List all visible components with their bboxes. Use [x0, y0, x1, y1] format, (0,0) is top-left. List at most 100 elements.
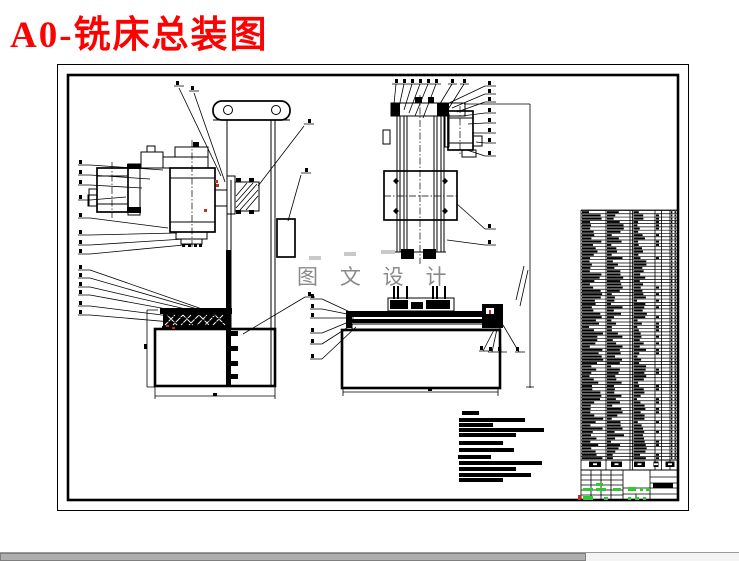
- text-bar: [633, 244, 639, 246]
- text-bar: [633, 230, 639, 233]
- text-bar: [671, 303, 673, 305]
- text-bar: [607, 217, 614, 220]
- text-bar: [607, 299, 615, 302]
- text-bar: [671, 234, 673, 237]
- text-bar: [633, 453, 641, 456]
- text-bar: [582, 424, 591, 427]
- text-bar: [674, 381, 676, 384]
- text-bar: [671, 221, 673, 223]
- text-bar: [671, 309, 673, 312]
- text-bar: [674, 450, 676, 453]
- text-bar: [582, 244, 593, 246]
- text-bar: [578, 495, 581, 500]
- text-bar: [671, 453, 673, 456]
- text-bar: [607, 296, 615, 299]
- horizontal-scrollbar-track[interactable]: [0, 552, 739, 561]
- text-bar: [582, 371, 592, 374]
- text-bar: [582, 286, 594, 289]
- text-bar: [459, 478, 503, 482]
- text-bar: [582, 316, 602, 319]
- text-bar: [674, 211, 676, 214]
- text-bar: [582, 450, 596, 453]
- text-bar: [593, 463, 597, 466]
- text-bar: [674, 388, 676, 391]
- text-bar: [656, 316, 659, 319]
- text-bar: [582, 398, 600, 401]
- text-bar: [633, 362, 640, 364]
- text-bar: [459, 441, 503, 445]
- text-bar: [633, 457, 646, 460]
- text-bar: [607, 457, 613, 460]
- text-bar: [671, 322, 673, 325]
- text-bar: [607, 286, 623, 289]
- text-bar: [607, 335, 623, 338]
- text-bar: [582, 257, 591, 260]
- text-bar: [607, 227, 624, 230]
- text-bar: [607, 263, 618, 266]
- text-bar: [628, 487, 636, 491]
- text-bar: [674, 375, 676, 378]
- text-bar: [671, 214, 673, 217]
- text-bar: [607, 437, 616, 440]
- text-bar: [607, 378, 617, 381]
- text-bar: [671, 447, 673, 450]
- text-bar: [674, 345, 676, 348]
- watermark-text: 图 文 设 计: [297, 266, 455, 289]
- text-bar: [671, 329, 673, 332]
- text-bar: [674, 352, 676, 355]
- text-bar: [671, 365, 673, 368]
- text-bar: [671, 240, 673, 243]
- text-bar: [607, 211, 619, 214]
- text-bar: [674, 260, 676, 263]
- text-bar: [633, 335, 642, 338]
- text-bar: [607, 247, 617, 250]
- text-bar: [607, 401, 620, 404]
- text-bar: [671, 230, 673, 233]
- text-bar: [633, 260, 647, 263]
- text-bar: [607, 362, 620, 364]
- text-bar: [607, 250, 618, 253]
- text-bar: [633, 388, 644, 391]
- text-bar: [633, 221, 639, 223]
- text-bar: [633, 424, 642, 427]
- text-bar: [582, 411, 591, 414]
- text-bar: [671, 388, 673, 391]
- horizontal-scrollbar-thumb[interactable]: [0, 553, 586, 561]
- text-bar: [671, 260, 673, 263]
- text-bar: [633, 247, 643, 250]
- text-bar: [671, 394, 673, 397]
- text-bar: [671, 289, 673, 292]
- text-bar: [582, 381, 599, 384]
- text-bar: [674, 378, 676, 381]
- text-bar: [633, 266, 643, 269]
- text-bar: [582, 408, 591, 410]
- text-bar: [582, 289, 601, 292]
- text-bar: [633, 437, 645, 440]
- text-bar: [674, 371, 676, 374]
- text-bar: [459, 423, 493, 427]
- text-bar: [582, 352, 599, 355]
- text-bar: [614, 463, 619, 466]
- text-bar: [633, 345, 640, 348]
- text-bar: [633, 319, 638, 322]
- text-bar: [671, 437, 673, 440]
- text-bar: [582, 280, 595, 282]
- text-bar: [674, 322, 676, 325]
- text-bar: [582, 224, 592, 227]
- text-bar: [671, 457, 673, 460]
- text-bar: [671, 424, 673, 427]
- text-bar: [671, 319, 673, 322]
- text-bar: [582, 306, 592, 309]
- text-bar: [674, 296, 676, 299]
- watermark-dash: [309, 256, 321, 260]
- text-bar: [654, 463, 658, 466]
- text-bar: [674, 440, 676, 443]
- text-bar: [607, 289, 620, 292]
- text-bar: [459, 467, 516, 471]
- text-bar: [671, 355, 673, 358]
- text-bar: [607, 276, 624, 279]
- technical-notes-block: [458, 411, 544, 482]
- text-bar: [607, 283, 622, 286]
- text-bar: [582, 348, 603, 351]
- text-bar: [607, 368, 620, 371]
